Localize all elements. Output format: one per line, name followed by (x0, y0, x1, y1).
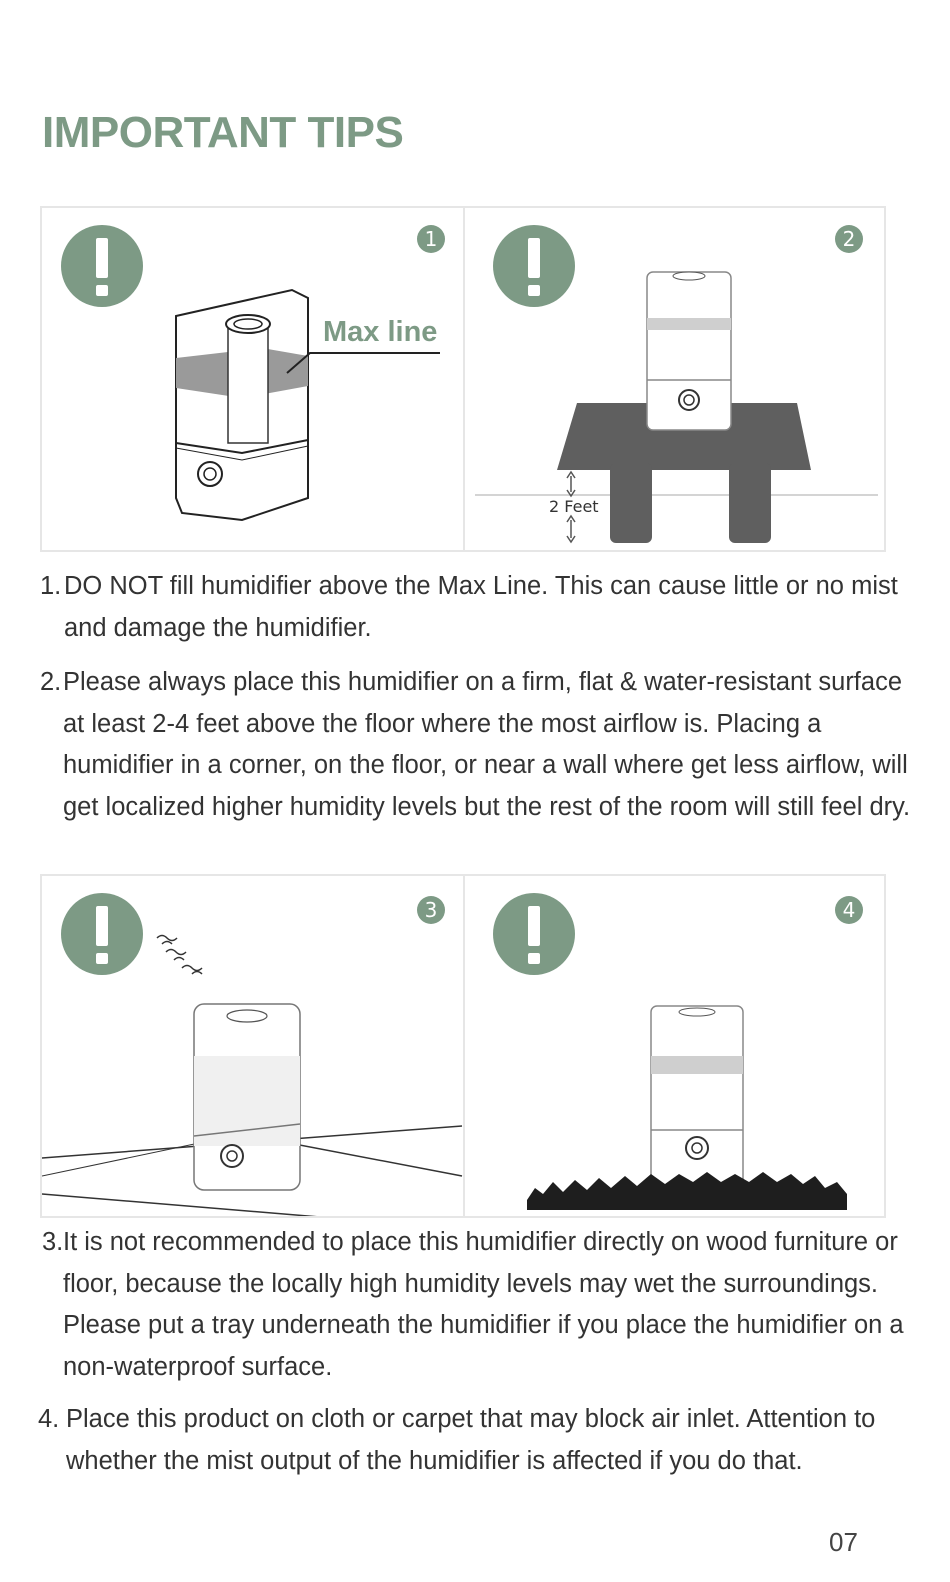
step-number-badge: 1 (417, 225, 445, 253)
tip-illustration-4: 4 (463, 874, 886, 1218)
tip-item-3: 3. It is not recommended to place this h… (42, 1222, 938, 1388)
max-line-label: Max line (323, 316, 438, 348)
tip-item-2: 2. Please always place this humidifier o… (40, 662, 930, 828)
tip-number: 1. (40, 572, 62, 600)
humidifier-on-wood-floor-drawing (42, 934, 463, 1216)
step-number-badge: 4 (835, 896, 863, 924)
tip-item-1: 1. DO NOT fill humidifier above the Max … (40, 566, 920, 649)
step-number-badge: 3 (417, 896, 445, 924)
tip-text: Place this product on cloth or carpet th… (66, 1405, 876, 1475)
warning-icon (493, 893, 575, 975)
tip-illustration-3: 3 (40, 874, 465, 1218)
humidifier-on-table-drawing (475, 271, 878, 544)
page-title: IMPORTANT TIPS (42, 108, 404, 157)
tip-number: 3. (42, 1228, 64, 1256)
warning-icon (61, 893, 143, 975)
tip-text: Please always place this humidifier on a… (63, 668, 911, 821)
height-label: 2 Feet (549, 497, 599, 516)
page-number: 07 (829, 1527, 858, 1557)
tip-text: DO NOT fill humidifier above the Max Lin… (64, 572, 898, 642)
tip-illustration-1: 1 Max line (40, 206, 465, 552)
warning-icon (61, 225, 143, 307)
tip-number: 4. (38, 1405, 60, 1433)
humidifier-max-line-drawing (175, 288, 440, 522)
warning-icon (493, 225, 575, 307)
humidifier-on-carpet-drawing (527, 1005, 847, 1210)
step-number-badge: 2 (835, 225, 863, 253)
tip-item-4: 4. Place this product on cloth or carpet… (38, 1399, 908, 1482)
tip-illustration-2: 2 2 Feet (463, 206, 886, 552)
tip-number: 2. (40, 668, 62, 696)
tip-text: It is not recommended to place this humi… (63, 1228, 904, 1381)
